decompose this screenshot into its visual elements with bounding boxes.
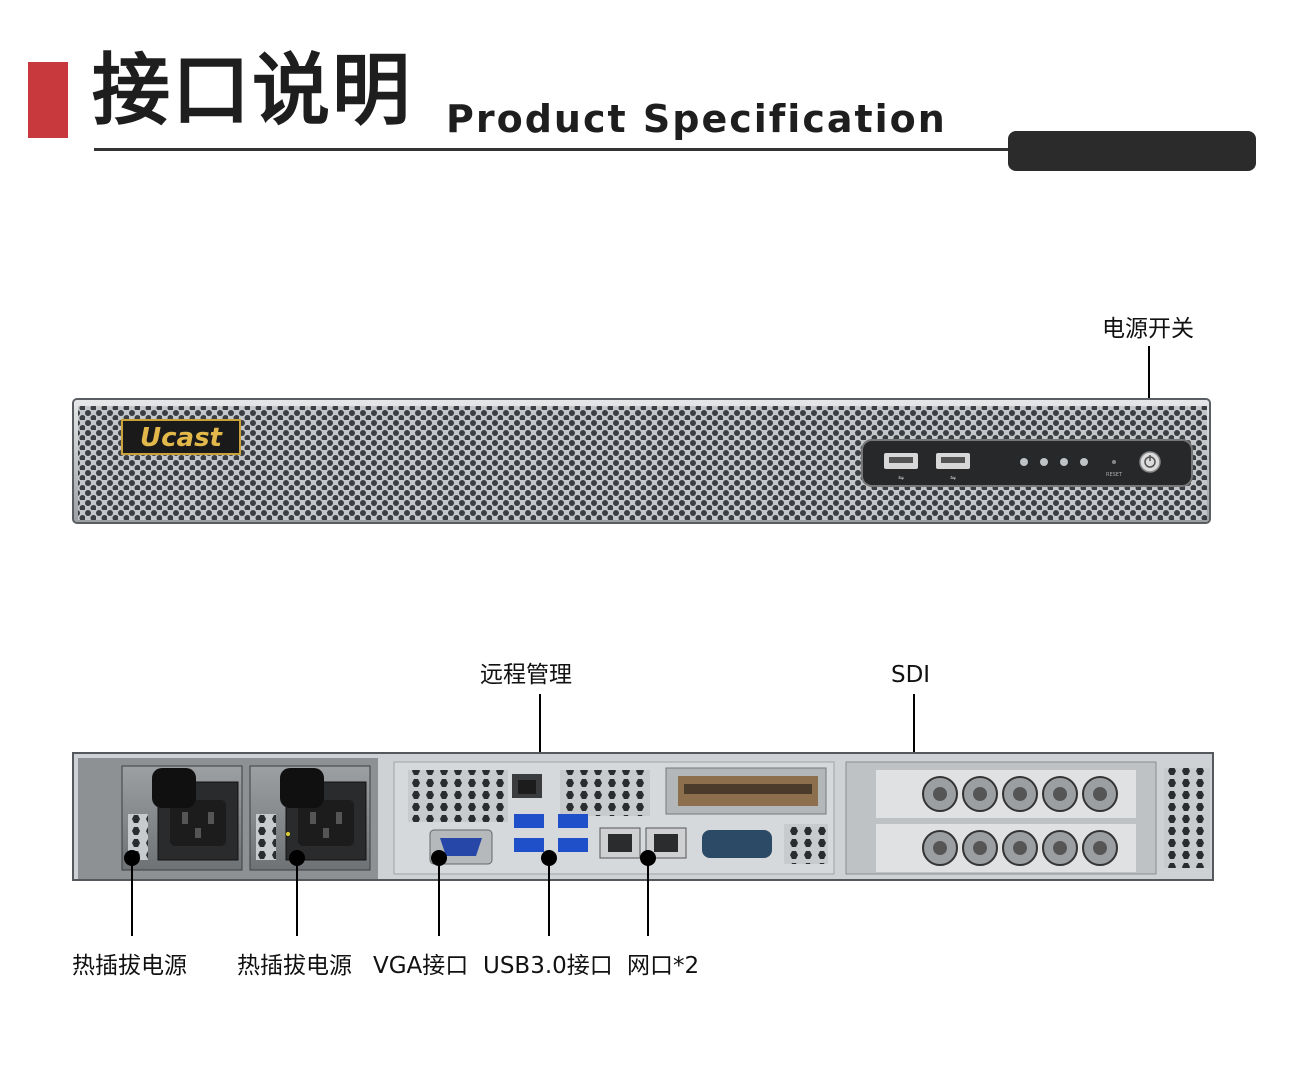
header-accent-bar <box>28 62 68 138</box>
header-pill-decoration <box>1008 131 1256 171</box>
psu1-leader-line <box>131 858 133 936</box>
lan-port-1[interactable] <box>599 827 641 859</box>
ac-inlet-icon <box>170 800 226 846</box>
led-indicator-icon <box>1080 458 1088 466</box>
led-indicator-icon <box>1040 458 1048 466</box>
rj45-port-icon <box>654 834 678 852</box>
psu2-leader-line <box>296 858 298 936</box>
usb30-label: USB3.0接口 <box>483 953 613 979</box>
ac-inlet-icon <box>298 800 354 846</box>
brand-logo: Ucast <box>121 419 241 455</box>
brand-logo-text: Ucast <box>140 423 224 453</box>
led-indicator-icon <box>1060 458 1068 466</box>
front-usb-port-2[interactable]: ⇋ <box>936 453 970 482</box>
rj45-port-icon <box>608 834 632 852</box>
power-button[interactable] <box>1139 451 1161 473</box>
rear-panel <box>72 752 1214 881</box>
sdi-leader-line <box>913 694 915 774</box>
psu2-label: 热插拔电源 <box>237 953 352 979</box>
front-panel: Ucast ⇋ ⇋ RESET <box>72 398 1211 524</box>
reset-button[interactable] <box>1112 460 1116 464</box>
db9-connector[interactable] <box>702 830 772 858</box>
psu-module-1[interactable] <box>121 765 243 871</box>
remote-mgmt-label: 远程管理 <box>480 662 572 688</box>
page-subtitle: Product Specification <box>446 97 947 141</box>
header-divider <box>94 148 1014 151</box>
remote-mgmt-leader-line <box>539 694 541 774</box>
power-switch-label: 电源开关 <box>1102 316 1194 342</box>
vga-label: VGA接口 <box>373 953 469 979</box>
psu1-label: 热插拔电源 <box>72 953 187 979</box>
rear-panel-graphic <box>74 754 1212 879</box>
vga-port-icon <box>440 838 482 856</box>
front-usb-port-1[interactable]: ⇋ <box>884 453 918 482</box>
usb3-port-4[interactable] <box>558 838 588 852</box>
sdi-connectors-bottom[interactable] <box>922 830 1118 866</box>
usb3-port-2[interactable] <box>558 814 588 828</box>
vga-leader-line <box>438 858 440 936</box>
lan-label: 网口*2 <box>627 953 700 979</box>
psu-module-2[interactable] <box>249 765 371 871</box>
usb-port-icon: ⇋ <box>898 474 904 482</box>
sdi-label: SDI <box>891 662 931 688</box>
lan-leader-line <box>647 858 649 936</box>
usb3-port-3[interactable] <box>514 838 544 852</box>
rj45-port-icon <box>518 780 536 794</box>
reset-label: RESET <box>1106 472 1123 478</box>
front-panel-graphic: Ucast ⇋ ⇋ RESET <box>74 400 1209 522</box>
usb3-port-1[interactable] <box>514 814 544 828</box>
led-indicator-icon <box>1020 458 1028 466</box>
page-title: 接口说明 <box>92 46 413 136</box>
sdi-connectors-top[interactable] <box>922 776 1118 812</box>
usb30-leader-line <box>548 858 550 936</box>
usb-port-icon: ⇋ <box>950 474 956 482</box>
